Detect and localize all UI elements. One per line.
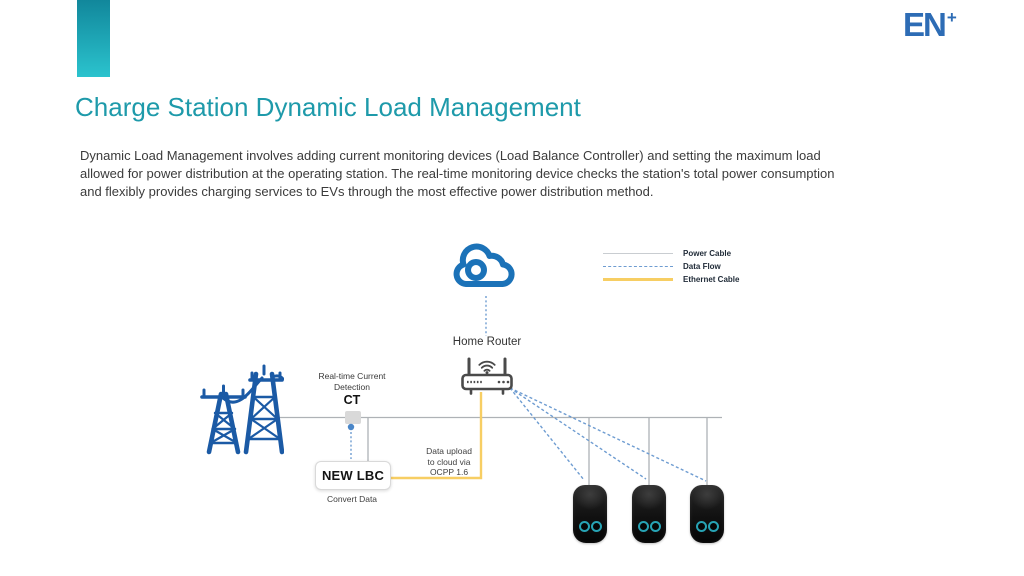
router-feet bbox=[469, 388, 505, 395]
home-router-icon bbox=[461, 357, 513, 395]
charger-ring bbox=[590, 521, 602, 532]
ev-charger-icon bbox=[690, 485, 724, 543]
new-lbc-box: NEW LBC bbox=[315, 461, 391, 490]
slide-body-paragraph: Dynamic Load Management involves adding … bbox=[80, 147, 834, 201]
upload-caption-line-1: Data upload bbox=[426, 446, 472, 456]
charger-ring bbox=[578, 521, 590, 532]
charger-logo-rings bbox=[695, 521, 719, 532]
ocpp-upload-caption: Data upload to cloud via OCPP 1.6 bbox=[415, 446, 483, 478]
data-flow-line-swatch bbox=[603, 265, 673, 267]
ct-data-dot bbox=[347, 423, 355, 431]
router-body bbox=[461, 373, 513, 391]
charger-logo-rings bbox=[578, 521, 602, 532]
ct-caption-line-1: Real-time Current bbox=[318, 371, 386, 381]
charger-ring bbox=[707, 521, 719, 532]
cloud-swirl bbox=[465, 259, 487, 281]
legend-label: Power Cable bbox=[683, 248, 732, 258]
upload-caption-line-2: to cloud via bbox=[427, 456, 471, 467]
ct-sensor-square bbox=[345, 411, 361, 424]
charger-logo-rings bbox=[637, 521, 661, 532]
power-line-stub bbox=[270, 374, 284, 381]
tower-left bbox=[200, 384, 247, 455]
data-flow-router-charger-1 bbox=[509, 387, 585, 481]
charger-ring bbox=[649, 521, 661, 532]
ct-label: CT bbox=[343, 393, 361, 407]
body-line-3: and flexibly provides charging services … bbox=[80, 184, 654, 199]
legend-label: Data Flow bbox=[683, 261, 721, 271]
ethernet-cable-line-swatch bbox=[603, 277, 673, 281]
body-line-1: Dynamic Load Management involves adding … bbox=[80, 148, 821, 163]
slide-accent-bar bbox=[77, 0, 110, 77]
logo-plus: + bbox=[946, 8, 957, 27]
tower-right bbox=[243, 364, 284, 455]
body-line-2: allowed for power distribution at the op… bbox=[80, 166, 835, 181]
en-plus-logo: EN+ bbox=[903, 8, 957, 41]
upload-caption-line-3: OCPP 1.6 bbox=[429, 467, 469, 477]
ev-charger-icon bbox=[573, 485, 607, 543]
slide-title: Charge Station Dynamic Load Management bbox=[75, 92, 581, 122]
ct-caption-line-2: Detection bbox=[334, 382, 370, 392]
cloud-icon bbox=[453, 243, 515, 287]
charger-ring bbox=[637, 521, 649, 532]
ct-caption: Real-time Current Detection bbox=[307, 371, 397, 393]
ev-charger-icon bbox=[632, 485, 666, 543]
transmission-tower-icon bbox=[200, 364, 284, 455]
power-cable-charger-drops bbox=[588, 417, 708, 485]
power-cable-line-swatch bbox=[603, 252, 673, 254]
logo-text: EN bbox=[903, 6, 947, 43]
legend-row-power-cable: Power Cable bbox=[603, 248, 739, 258]
home-router-label: Home Router bbox=[452, 336, 522, 348]
diagram-legend: Power Cable Data Flow Ethernet Cable bbox=[603, 248, 740, 284]
charger-ring bbox=[695, 521, 707, 532]
power-line-cable bbox=[221, 376, 264, 404]
legend-row-data-flow: Data Flow bbox=[603, 261, 739, 271]
legend-row-ethernet-cable: Ethernet Cable bbox=[603, 274, 740, 284]
wifi-icon bbox=[478, 360, 496, 372]
legend-label: Ethernet Cable bbox=[683, 274, 740, 284]
convert-data-label: Convert Data bbox=[326, 494, 378, 504]
data-flow-router-charger-2 bbox=[509, 387, 647, 480]
data-flow-router-charger-3 bbox=[509, 387, 707, 482]
